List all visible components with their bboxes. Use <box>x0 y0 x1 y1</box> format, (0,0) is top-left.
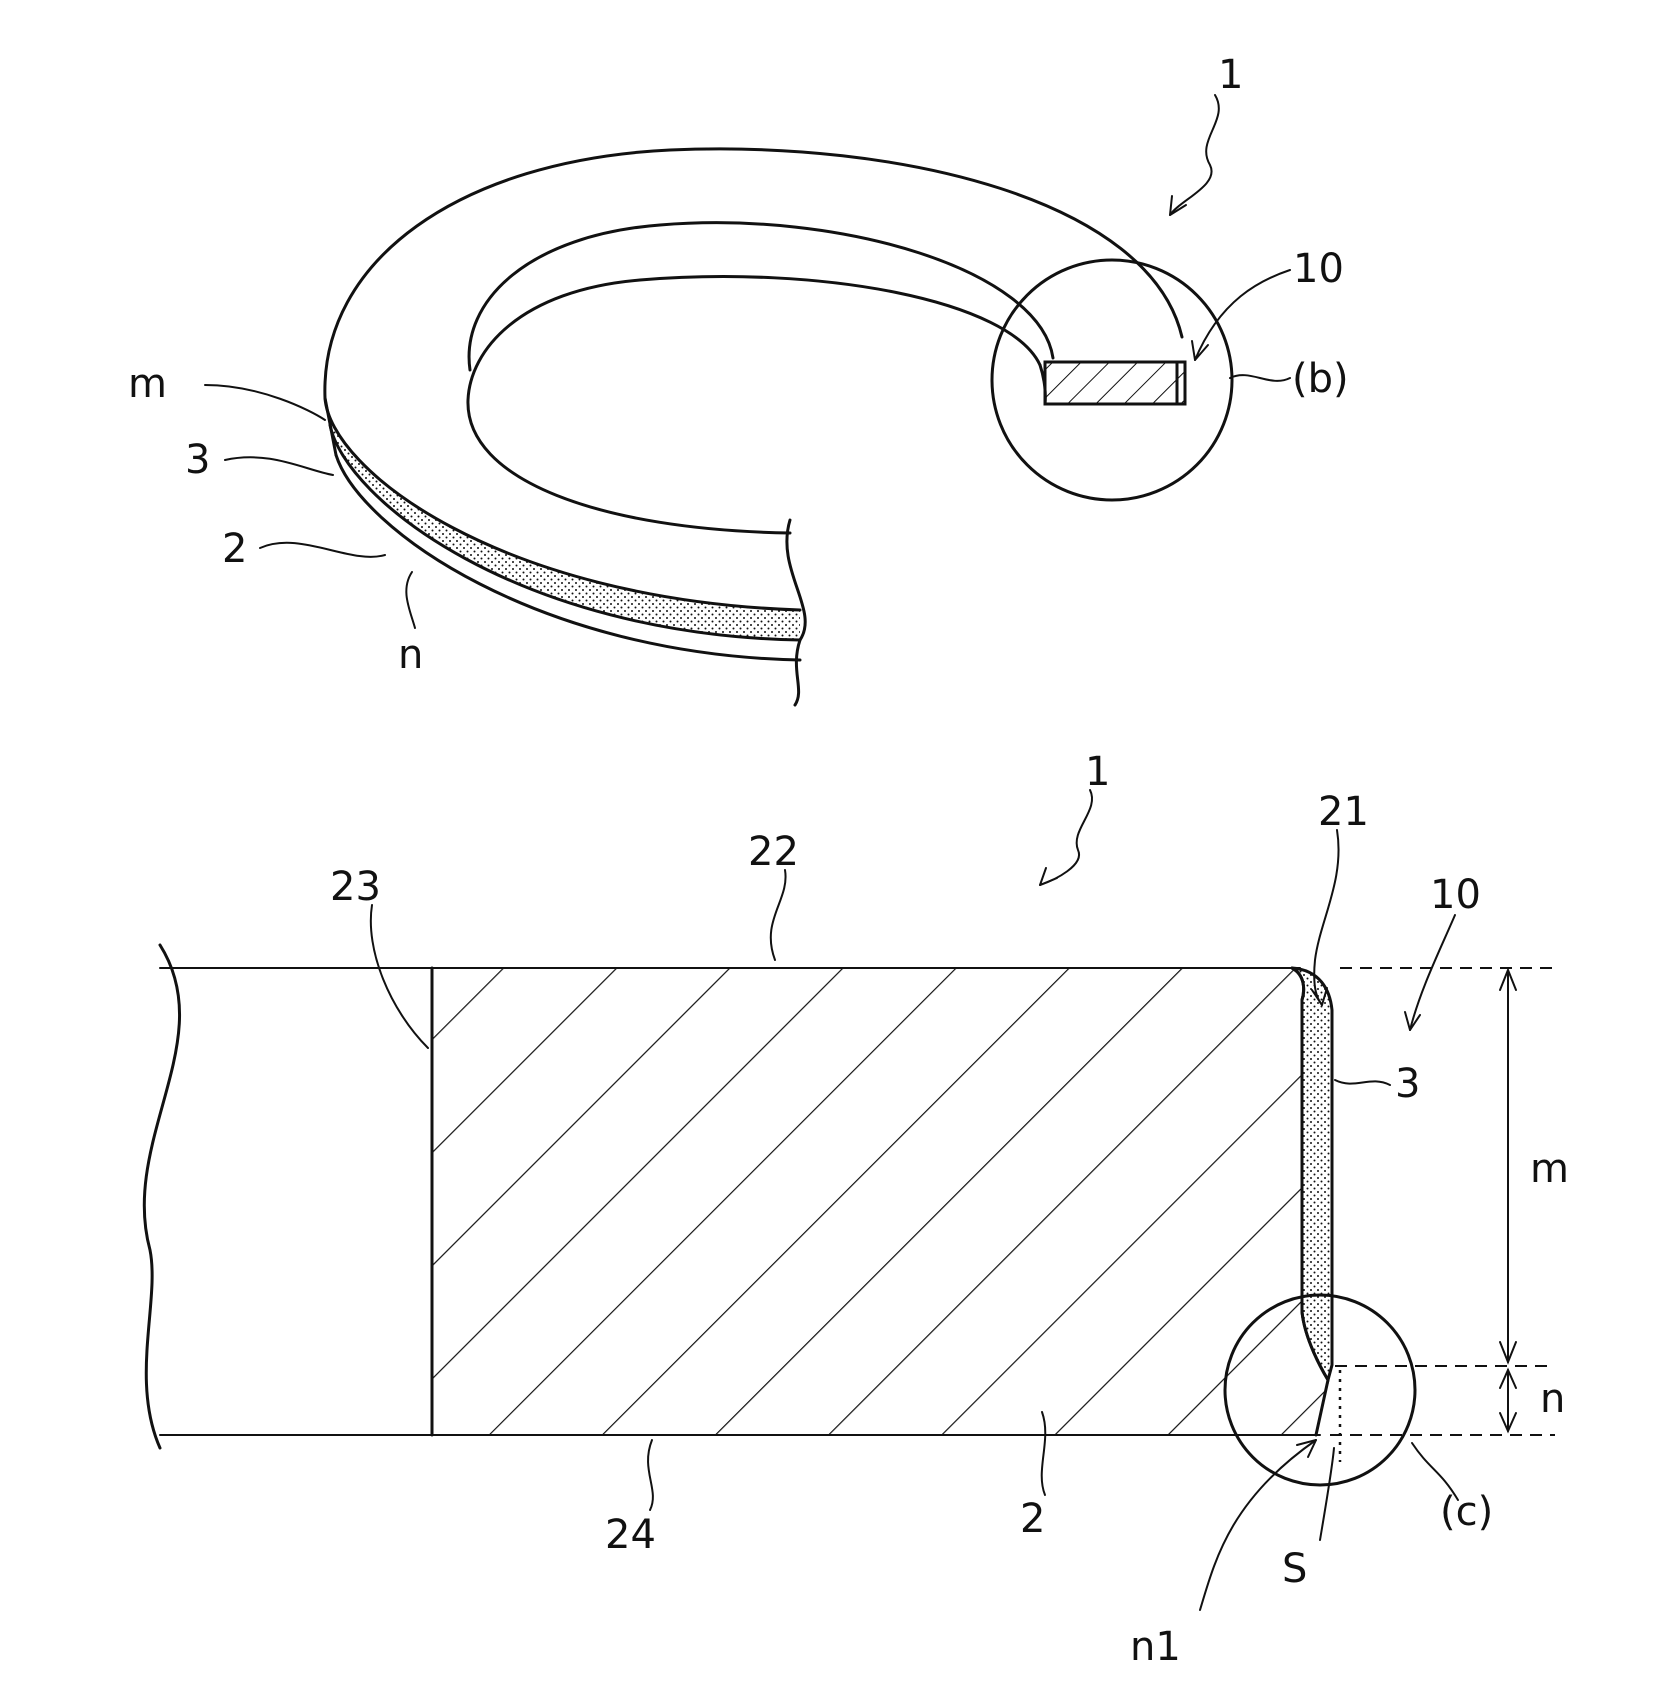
leader-b <box>1230 375 1290 381</box>
ring-inner-edge-upper <box>469 223 1053 370</box>
ring-cross-section-figure <box>144 790 1555 1610</box>
ring-inner-edge-lower <box>468 277 1040 533</box>
label-24: 24 <box>605 1512 656 1558</box>
leader-m-top <box>205 385 325 420</box>
label-21: 21 <box>1318 789 1369 835</box>
label-2-bottom: 2 <box>1020 1496 1045 1542</box>
leader-2-top <box>260 543 385 557</box>
leader-s <box>1320 1448 1334 1540</box>
leader-3-top <box>225 457 333 475</box>
leader-10-bottom <box>1410 915 1455 1030</box>
label-10-top: 10 <box>1293 246 1344 292</box>
label-3-bottom: 3 <box>1395 1061 1420 1107</box>
label-m-bottom: m <box>1530 1146 1569 1192</box>
section-break-line <box>144 945 179 1448</box>
label-1-top: 1 <box>1218 52 1243 98</box>
arrow-1-bottom <box>1040 868 1057 885</box>
leader-1-top <box>1170 95 1219 215</box>
leader-24 <box>648 1440 653 1510</box>
leader-3-bottom <box>1335 1080 1390 1085</box>
label-2-top: 2 <box>222 526 247 572</box>
section-hatched-body <box>432 968 1328 1435</box>
label-10-bottom: 10 <box>1430 872 1481 918</box>
label-m-top: m <box>128 361 167 407</box>
label-22: 22 <box>748 829 799 875</box>
leader-10-top <box>1195 270 1290 360</box>
leader-n-top <box>406 572 415 628</box>
label-n-top: n <box>398 632 423 678</box>
leader-23 <box>371 905 428 1048</box>
ring-perspective-figure <box>205 95 1290 705</box>
leader-1-bottom <box>1040 790 1092 885</box>
leader-22 <box>771 870 786 960</box>
label-s: S <box>1282 1546 1307 1592</box>
label-23: 23 <box>330 864 381 910</box>
ring-coating-layer <box>325 398 800 640</box>
label-c: (c) <box>1440 1489 1493 1535</box>
label-1-bottom: 1 <box>1085 749 1110 795</box>
label-n-bottom: n <box>1540 1376 1565 1422</box>
label-n1: n1 <box>1130 1624 1181 1670</box>
ring-cross-section <box>1045 362 1185 404</box>
label-3-top: 3 <box>185 437 210 483</box>
label-b: (b) <box>1292 356 1349 402</box>
